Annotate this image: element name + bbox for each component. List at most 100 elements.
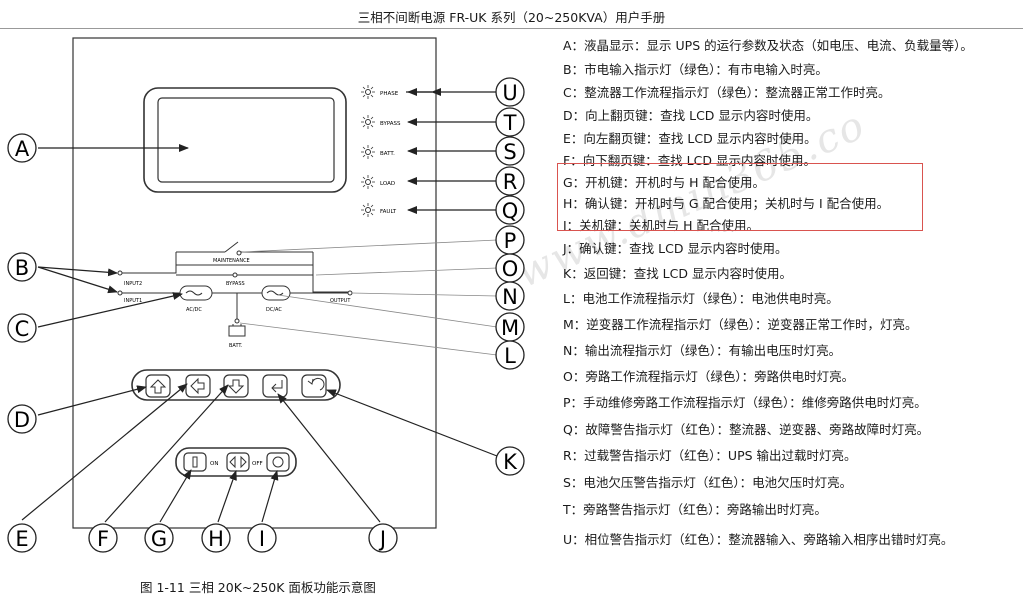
desc-m: M：逆变器工作流程指示灯（绿色）：逆变器正常工作时，灯亮。 [563, 317, 918, 332]
key-leader-lines [21, 383, 498, 523]
svg-text:U: U [502, 81, 517, 105]
svg-text:N: N [502, 285, 518, 309]
up-key-button[interactable] [145, 374, 171, 398]
svg-text:O: O [502, 257, 519, 281]
desc-j: J：确认键：查找 LCD 显示内容时使用。 [563, 241, 788, 256]
left-leader-lines [37, 144, 189, 328]
highlight-box-ghi [557, 163, 923, 231]
desc-k: K：返回键：查找 LCD 显示内容时使用。 [563, 266, 792, 281]
enter-icon [271, 380, 283, 393]
right-leader-lines [407, 88, 497, 214]
led-n-icon [347, 290, 353, 296]
phase-led-icon [361, 85, 375, 99]
callout-t: T [495, 107, 525, 137]
desc-r: R：过载警告指示灯（红色）：UPS 输出过载时灯亮。 [563, 448, 857, 463]
led-b2-icon [117, 270, 123, 276]
callout-r: R [495, 166, 525, 196]
nav-key-strip [131, 369, 341, 401]
desc-f: F：向下翻页键：查找 LCD 显示内容时使用。 [563, 153, 816, 168]
left-callouts: A B C D E F G [7, 133, 525, 553]
batt-led-icon [361, 145, 375, 159]
desc-a: A：液晶显示：显示 UPS 的运行参数及状态（如电压、电流、负载量等）。 [563, 38, 973, 53]
load-led-icon [361, 175, 375, 189]
desc-p: P：手动维修旁路工作流程指示灯（绿色）：维修旁路供电时灯亮。 [563, 395, 927, 410]
on-key-button[interactable] [183, 452, 207, 472]
flow-label-dcac: DC/AC [266, 307, 282, 313]
callout-a: A [7, 133, 37, 163]
desc-d: D：向上翻页键：查找 LCD 显示内容时使用。 [563, 108, 819, 123]
right-callouts: U T S R Q P O [495, 77, 525, 370]
power-off-icon [272, 456, 284, 468]
lcd-screen-outer [143, 87, 347, 193]
desc-b: B：市电输入指示灯（绿色）：有市电输入时亮。 [563, 62, 828, 77]
svg-text:J: J [378, 527, 386, 551]
led-l-icon [234, 318, 240, 324]
desc-t: T：旁路警告指示灯（红色）：旁路输出时灯亮。 [563, 502, 827, 517]
svg-text:T: T [503, 111, 517, 135]
header-rule [0, 28, 1023, 29]
desc-l: L：电池工作流程指示灯（绿色）：电池供电时亮。 [563, 291, 839, 306]
flow-label-input1: INPUT1 [124, 298, 142, 304]
figure-caption: 图 1-11 三相 20K~250K 面板功能示意图 [140, 580, 376, 595]
callout-s: S [495, 136, 525, 166]
led-b1-icon [117, 290, 123, 296]
svg-text:D: D [14, 408, 30, 432]
arrow-left-icon [190, 377, 205, 395]
callout-n: N [495, 281, 525, 311]
callout-j: J [368, 523, 398, 553]
desc-g: G：开机键：开机时与 H 配合使用。 [563, 175, 766, 190]
callout-e: E [7, 523, 37, 553]
return-icon [307, 377, 325, 391]
desc-u: U：相位警告指示灯（红色）：整流器输入、旁路输入相序出错时灯亮。 [563, 532, 954, 547]
svg-text:P: P [504, 229, 517, 253]
panel-diagram: PHASE BYPASS BATT. LOAD FAULT [0, 30, 555, 570]
confirm-icon [229, 455, 247, 469]
return-key-button[interactable] [301, 374, 327, 398]
callout-i: I [247, 523, 277, 553]
rectifier-block-icon [179, 285, 213, 301]
desc-e: E：向左翻页键：查找 LCD 显示内容时使用。 [563, 131, 817, 146]
callout-p: P [495, 225, 525, 255]
maintenance-switch [224, 241, 239, 253]
svg-text:F: F [97, 527, 109, 551]
callout-c: C [7, 313, 37, 343]
callout-l: L [495, 340, 525, 370]
led-label-fault: FAULT [380, 209, 397, 215]
svg-text:E: E [15, 527, 28, 551]
arrow-down-icon [227, 379, 245, 394]
desc-n: N：输出流程指示灯（绿色）：有输出电压时灯亮。 [563, 343, 842, 358]
svg-text:I: I [259, 527, 265, 551]
page-header: 三相不间断电源 FR-UK 系列（20~250KVA）用户手册 [0, 0, 1023, 30]
flow-label-batt: BATT. [229, 343, 243, 349]
left-key-button[interactable] [185, 374, 211, 398]
indicator-group: PHASE BYPASS BATT. LOAD FAULT [361, 85, 441, 217]
desc-c: C：整流器工作流程指示灯（绿色）：整流器正常工作时亮。 [563, 85, 891, 100]
svg-text:K: K [503, 450, 518, 474]
battery-icon [228, 325, 246, 337]
callout-m: M [495, 312, 525, 342]
svg-text:S: S [503, 140, 516, 164]
power-on-icon [192, 456, 198, 468]
callout-b: B [7, 252, 37, 282]
callout-o: O [495, 253, 525, 283]
fault-led-icon [361, 203, 375, 217]
on-key-label: ON [210, 461, 218, 467]
desc-h: H：确认键：开机时与 G 配合使用；关机时与 I 配合使用。 [563, 196, 890, 211]
header-title: 三相不间断电源 FR-UK 系列（20~250KVA）用户手册 [357, 10, 666, 25]
callout-u: U [495, 77, 525, 107]
confirm-key-button[interactable] [226, 452, 250, 472]
callout-f: F [88, 523, 118, 553]
led-o-icon [232, 272, 238, 278]
off-key-button[interactable] [266, 452, 290, 472]
flow-leader-lines [239, 239, 498, 356]
led-label-load: LOAD [380, 181, 395, 187]
desc-q: Q：故障警告指示灯（红色）：整流器、逆变器、旁路故障时灯亮。 [563, 422, 930, 437]
enter-key-button[interactable] [262, 374, 288, 398]
panel-diagram-svg: PHASE BYPASS BATT. LOAD FAULT [7, 37, 525, 553]
flow-label-maintenance: MAINTENANCE [213, 258, 250, 264]
svg-text:H: H [208, 527, 224, 551]
lcd-screen [157, 97, 335, 183]
svg-text:R: R [503, 170, 518, 194]
callout-k: K [495, 446, 525, 476]
desc-o: O：旁路工作流程指示灯（绿色）：旁路供电时灯亮。 [563, 369, 855, 384]
